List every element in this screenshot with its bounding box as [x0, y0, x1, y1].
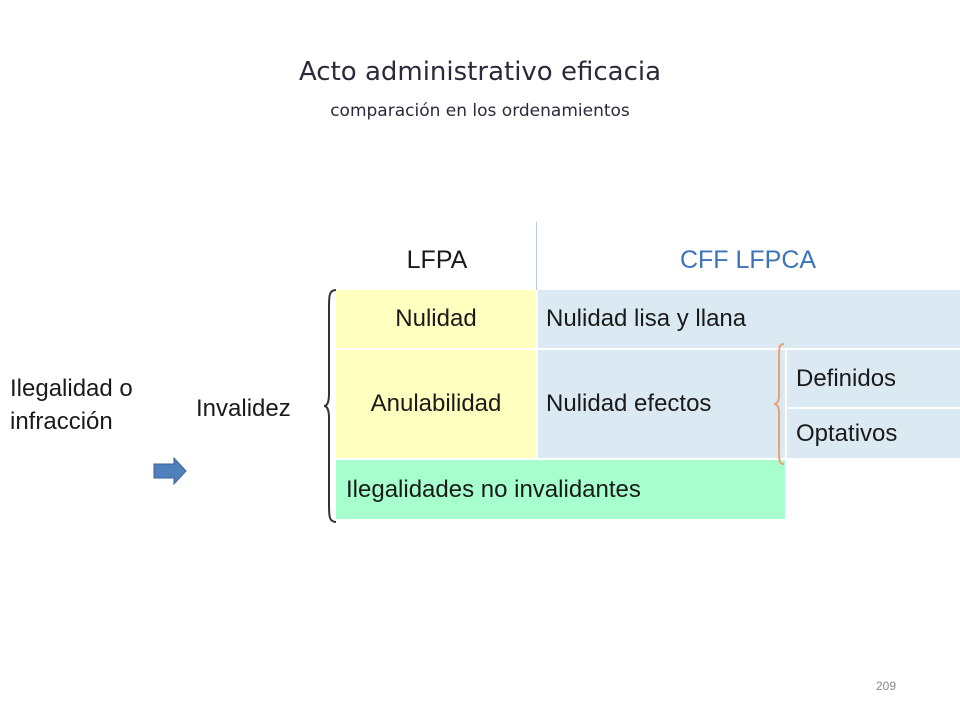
cell-optativos: Optativos	[787, 409, 960, 458]
header-cff-lfpca: CFF LFPCA	[679, 246, 817, 274]
cell-nulidad-lisa-llana-label: Nulidad lisa y llana	[546, 305, 747, 332]
slide-subtitle: comparación en los ordenamientos	[330, 101, 630, 121]
ilegalidad-line1: Ilegalidad o	[10, 375, 133, 402]
cell-definidos: Definidos	[787, 350, 960, 407]
cell-nulidad-label: Nulidad	[395, 305, 477, 332]
ilegalidad-infraccion-label: Ilegalidad o infracción	[10, 372, 133, 438]
header-divider	[536, 222, 537, 290]
cell-anulabilidad-label: Anulabilidad	[370, 390, 502, 417]
cell-nulidad: Nulidad	[336, 290, 536, 348]
inner-brace-icon	[773, 343, 785, 465]
cell-anulabilidad: Anulabilidad	[336, 350, 536, 458]
cell-ilegalidades-label: Ilegalidades no invalidantes	[346, 475, 641, 503]
slide-title: Acto administrativo eficacia	[298, 57, 662, 87]
cell-optativos-label: Optativos	[796, 419, 898, 447]
page-number: 209	[876, 679, 897, 693]
cell-definidos-label: Definidos	[796, 364, 897, 392]
cell-nulidad-efectos-label: Nulidad efectos	[546, 390, 712, 417]
header-lfpa: LFPA	[406, 246, 468, 274]
invalidez-label: Invalidez	[196, 395, 291, 422]
cell-ilegalidades-no-invalidantes: Ilegalidades no invalidantes	[336, 460, 785, 519]
cell-nulidad-efectos: Nulidad efectos	[538, 350, 785, 458]
ilegalidad-line2: infracción	[10, 408, 113, 435]
cell-nulidad-lisa-llana: Nulidad lisa y llana	[538, 290, 960, 348]
right-arrow-icon	[153, 456, 187, 486]
left-brace-icon	[323, 289, 337, 523]
